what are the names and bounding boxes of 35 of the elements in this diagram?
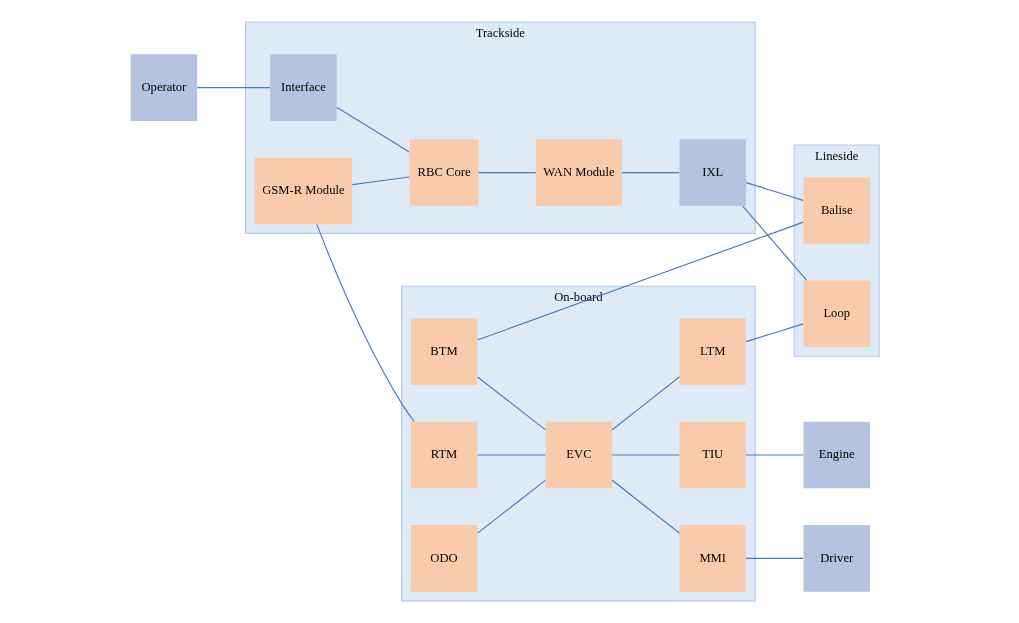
connector (478, 172, 537, 174)
connector (477, 376, 546, 431)
connector (196, 87, 271, 89)
connector (476, 221, 804, 341)
connector (611, 376, 680, 431)
connector (351, 176, 410, 186)
node-box: Operator (130, 54, 198, 121)
node-box: GSM-R Module (254, 157, 353, 225)
node-box: RBC Core (409, 139, 479, 206)
connector (745, 323, 804, 343)
connector (477, 454, 546, 456)
node-box: Engine (803, 421, 871, 489)
node-box: TIU (679, 421, 747, 489)
node-box: EVC (545, 421, 613, 489)
node-box: Loop (803, 280, 871, 348)
connector (742, 205, 808, 281)
node-box: LTM (679, 318, 747, 385)
connector (745, 454, 804, 456)
node-box: Balise (803, 177, 871, 244)
node-box: ODO (410, 525, 478, 592)
node-box: IXL (679, 139, 747, 206)
connector (611, 454, 680, 456)
connector (477, 479, 546, 534)
connector (745, 557, 804, 559)
node-box: RTM (410, 421, 478, 489)
connector (336, 106, 410, 153)
connector (611, 479, 680, 534)
connector (621, 172, 680, 174)
node-box: Interface (270, 54, 337, 121)
node-box: BTM (410, 318, 478, 385)
node-box: MMI (679, 525, 747, 592)
connector (745, 182, 804, 201)
connector (316, 224, 415, 422)
node-box: WAN Module (535, 139, 622, 206)
node-box: Driver (803, 525, 871, 592)
